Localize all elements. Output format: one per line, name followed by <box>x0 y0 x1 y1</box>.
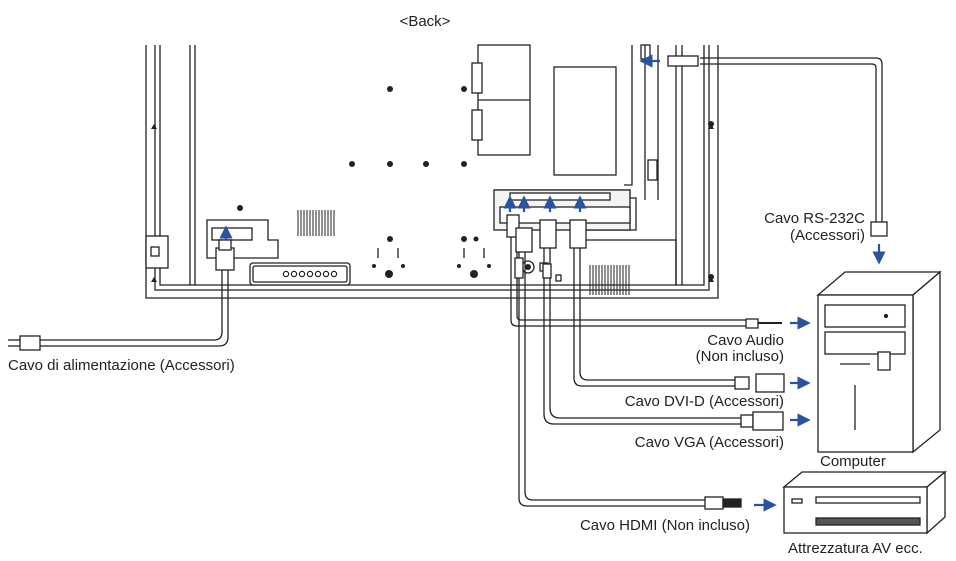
av-equipment <box>782 470 947 535</box>
label-vga: Cavo VGA (Accessori) <box>634 434 784 451</box>
audio-cable <box>506 214 782 329</box>
diagram-title: <Back> <box>399 13 451 30</box>
label-av-equipment: Attrezzatura AV ecc. <box>788 540 923 557</box>
dvid-cable <box>569 219 785 393</box>
arrows <box>219 54 886 512</box>
label-rs232c-line2: (Accessori) <box>789 227 865 244</box>
vga-cable <box>539 219 784 431</box>
cables <box>8 55 888 510</box>
label-computer: Computer <box>820 453 886 470</box>
computer-tower <box>816 270 942 454</box>
label-hdmi: Cavo HDMI (Non incluso) <box>579 517 750 534</box>
rs232c-cable <box>667 55 888 237</box>
label-power-cable: Cavo di alimentazione (Accessori) <box>8 357 235 374</box>
label-audio-line1: Cavo Audio <box>707 332 784 349</box>
label-rs232c-line1: Cavo RS-232C <box>764 210 865 227</box>
label-dvid: Cavo DVI-D (Accessori) <box>624 393 784 410</box>
hdmi-cable <box>515 227 742 510</box>
power-cable <box>8 239 235 351</box>
label-audio-line2: (Non incluso) <box>695 348 784 365</box>
monitor-back <box>145 44 719 299</box>
